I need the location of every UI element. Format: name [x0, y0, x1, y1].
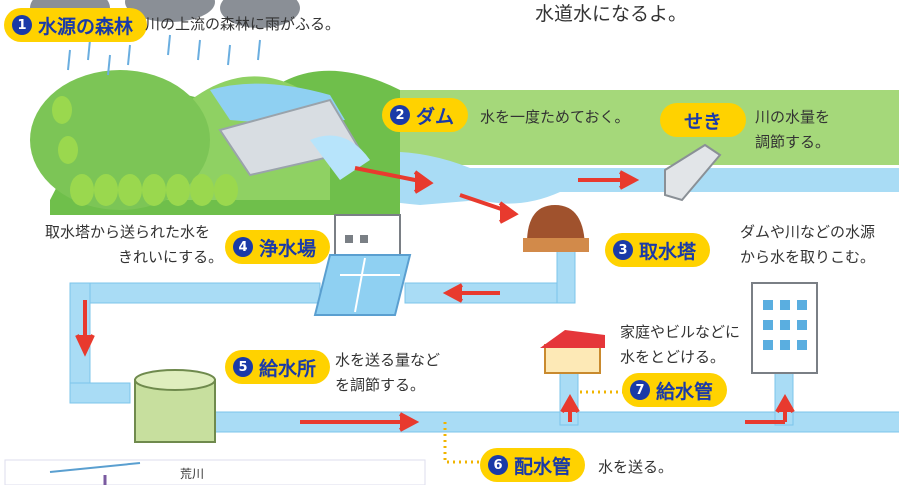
badge-forest: 1 水源の森林 [4, 8, 148, 42]
weir-structure [664, 143, 722, 202]
dotted-connectors [443, 390, 625, 464]
badge-label: 配水管 [514, 455, 572, 478]
badge-label: 取水塔 [639, 240, 697, 263]
step-number: 6 [488, 455, 508, 475]
service-reservoir [134, 369, 216, 443]
inset-map [4, 459, 426, 485]
inset-map-label: 荒川 [180, 467, 205, 481]
flow-arrows [75, 166, 795, 432]
dam-desc: 水を一度ためておく。 [480, 108, 630, 126]
service-pipe-desc-line2: 水をとどける。 [620, 348, 726, 366]
top-text: 水道水になるよ。 [535, 3, 688, 25]
badge-weir: せき [660, 103, 747, 137]
step-number: 2 [390, 105, 410, 125]
purification-desc-line2: きれいにする。 [118, 248, 224, 266]
badge-label: 給水管 [656, 380, 714, 403]
purification-plant [313, 214, 412, 316]
badge-label: 水源の森林 [38, 15, 134, 38]
trees [52, 96, 238, 206]
intake-desc-line1: ダムや川などの水源 [740, 223, 876, 241]
step-number: 1 [12, 15, 32, 35]
badge-intake-tower: 3 取水塔 [605, 233, 711, 267]
badge-purification-plant: 4 浄水場 [225, 230, 331, 264]
badge-label: 給水所 [259, 357, 317, 380]
water-pipes [69, 249, 899, 433]
badge-label: 浄水場 [259, 237, 317, 260]
badge-label: せき [684, 110, 723, 133]
office-building [751, 282, 818, 374]
step-number: 3 [613, 240, 633, 260]
badge-service-reservoir: 5 給水所 [225, 350, 331, 384]
reservoir-desc-line2: を調節する。 [335, 376, 426, 394]
step-number: 4 [233, 237, 253, 257]
weir-desc-line1: 川の水量を [755, 108, 831, 126]
badge-distribution-pipe: 6 配水管 [480, 448, 586, 482]
purification-desc-line1: 取水塔から送られた水を [45, 223, 211, 241]
forest-desc: 川の上流の森林に雨がふる。 [145, 15, 341, 33]
reservoir-desc-line1: 水を送る量など [335, 351, 441, 369]
badge-label: ダム [416, 105, 455, 128]
house [540, 330, 605, 374]
badge-service-pipe: 7 給水管 [622, 373, 728, 407]
weir-desc-line2: 調節する。 [755, 133, 831, 151]
distribution-desc: 水を送る。 [598, 458, 674, 476]
step-number: 5 [233, 357, 253, 377]
service-pipe-desc-line1: 家庭やビルなどに [620, 323, 741, 341]
intake-tower [523, 205, 589, 252]
step-number: 7 [630, 380, 650, 400]
intake-desc-line2: から水を取りこむ。 [740, 248, 876, 266]
badge-dam: 2 ダム [382, 98, 469, 132]
